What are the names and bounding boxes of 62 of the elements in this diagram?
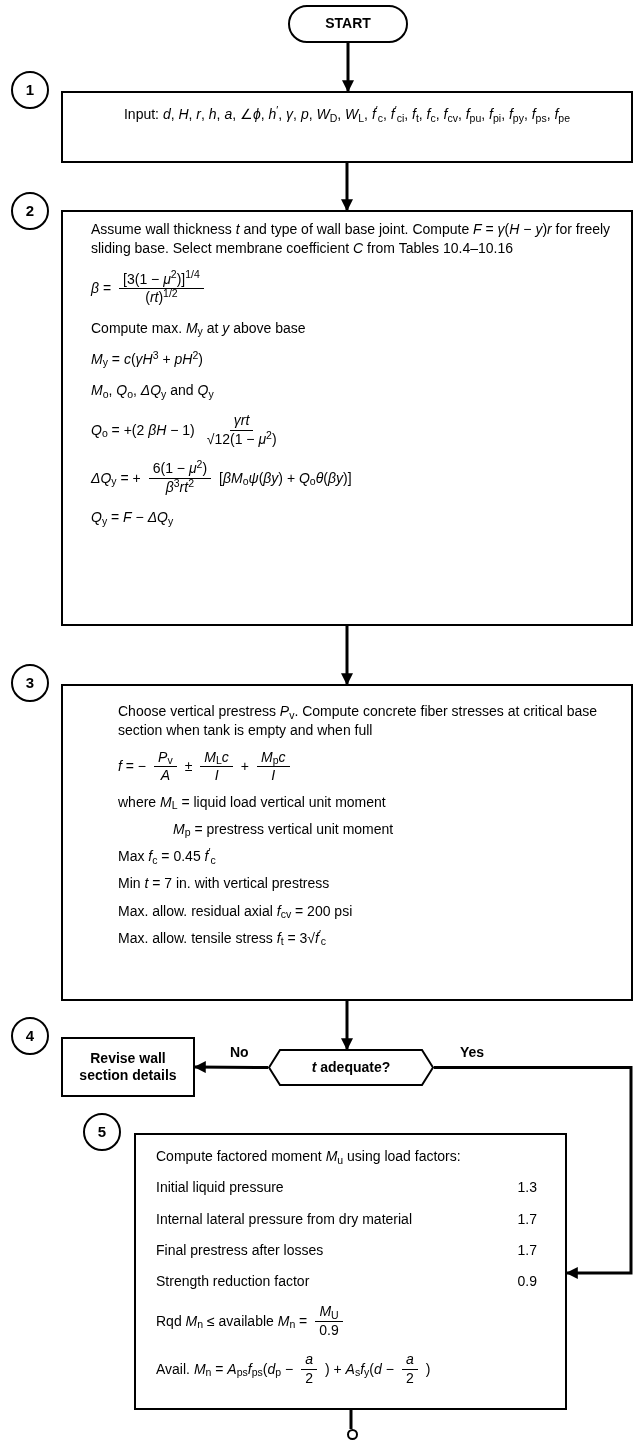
formula-part: Avail. M$_{n}$ = A$_{ps}$f$_{ps}$(d$_{p}$ − <box>156 1359 294 1379</box>
formula-part: + <box>240 756 249 776</box>
formula-part: ) <box>425 1359 431 1379</box>
step-text: Q$_{y}$ = F − ΔQ$_{y}$ <box>91 508 174 528</box>
step-text: Compute factored moment M$_{u}$ using load factors: <box>156 1147 461 1167</box>
decision-hexagon: t adequate? <box>268 1049 434 1086</box>
step-text: Compute max. M$_{y}$ at y above base <box>91 318 306 338</box>
formula-part: ± <box>184 756 193 776</box>
fraction-numerator: M$_{L}$c <box>200 748 233 767</box>
fraction-denominator: I <box>270 767 277 785</box>
process-box <box>61 684 633 1001</box>
arrow <box>341 163 353 212</box>
formula-part: ΔQ$_{y}$ = + <box>91 468 141 488</box>
fraction-numerator: 6(1 − μ$^{2}$) <box>148 460 212 479</box>
arrow <box>341 626 353 686</box>
formula-part: [βM$_{o}$ψ(βy) + Q$_{o}$θ(βy)] <box>219 468 352 488</box>
load-factor: 1.7 <box>517 1209 537 1229</box>
load-case: Strength reduction factor <box>156 1272 310 1291</box>
fraction-denominator: √12(1 − μ$^{2}$) <box>205 430 278 449</box>
formula-part: ) + A$_{s}$f$_{y}$(d − <box>324 1359 394 1379</box>
fraction-numerator: M$_{U}$ <box>315 1303 343 1322</box>
fraction-numerator: a <box>301 1351 317 1370</box>
formula-part: β = <box>91 278 112 298</box>
fraction-numerator: M$_{p}$c <box>257 748 290 767</box>
step-text: Max. allow. residual axial f$_{cv}$ = 200 psi <box>118 901 353 921</box>
fraction-denominator: 2 <box>404 1369 415 1388</box>
load-factor: 1.7 <box>517 1240 537 1260</box>
fraction-denominator: A <box>159 767 171 785</box>
load-factor: 0.9 <box>517 1272 537 1291</box>
formula-part: f = − <box>118 756 147 776</box>
formula-part: Q$_{o}$ = +(2 βH − 1) <box>91 420 195 440</box>
fraction-numerator: a <box>401 1351 418 1370</box>
step-text: Choose vertical prestress P$_{v}$. Compute concrete fiber stresses at critical base section when tank is empty and when full <box>118 702 599 741</box>
step-text: where M$_{L}$ = liquid load vertical unit moment <box>118 792 386 812</box>
load-case: Final prestress after losses <box>156 1240 324 1260</box>
fraction-denominator: β$^{3}$rt$^{2}$ <box>164 478 195 497</box>
fraction-denominator: 0.9 <box>318 1321 340 1340</box>
process-box <box>61 91 633 163</box>
step-text: Input: d, H, r, h, a, ∠ϕ, h$^{′}$, γ, p, W$_{D}$, W$_{L}$, f$^{′}$$_{c}$, f$^{′}$$_{ci}$, f$_{t}$, f$_{c}$, f$_{cv}$, f$_{pu}$, f$_{pi}$, f$_{py}$, f$_{ps}$, f$_{pe}$ <box>123 105 571 125</box>
process-box: Revise wall section details <box>61 1037 195 1097</box>
step-text: M$_{o}$, Q$_{o}$, ΔQ$_{y}$ and Q$_{y}$ <box>91 381 214 401</box>
arrow <box>434 1066 633 1279</box>
fraction-denominator: (rt)$^{1/2}$ <box>145 289 178 307</box>
fraction-numerator: [3(1 − μ$^{2}$)]$^{1/4}$ <box>119 270 204 289</box>
fraction-numerator: P$_{v}$ <box>154 748 177 767</box>
connector-line <box>349 1410 353 1429</box>
step-text: M$_{y}$ = c(γH$^{3}$ + pH$^{2}$) <box>91 349 203 369</box>
arrow <box>341 1001 353 1051</box>
arrow <box>342 43 354 93</box>
load-case: Initial liquid pressure <box>156 1178 284 1198</box>
fraction-denominator: 2 <box>304 1369 314 1388</box>
fraction-denominator: I <box>213 767 220 785</box>
step-text: Assume wall thickness t and type of wall base joint. Compute F = γ(H − y)r for freely sliding base. Select membrane coefficient C from Tables 10.4–10.16 <box>91 220 612 259</box>
load-case: Internal lateral pressure from dry material <box>156 1209 412 1229</box>
fraction-numerator: γrt <box>229 412 254 431</box>
step-text: M$_{p}$ = prestress vertical unit moment <box>173 819 394 839</box>
step-text: Min t = 7 in. with vertical prestress <box>118 874 330 894</box>
process-box <box>61 210 633 626</box>
start-terminal: START <box>288 5 408 43</box>
formula-part: Rqd M$_{n}$ ≤ available M$_{n}$ = <box>156 1311 308 1331</box>
process-box <box>134 1133 567 1410</box>
load-factor: 1.3 <box>517 1178 537 1198</box>
